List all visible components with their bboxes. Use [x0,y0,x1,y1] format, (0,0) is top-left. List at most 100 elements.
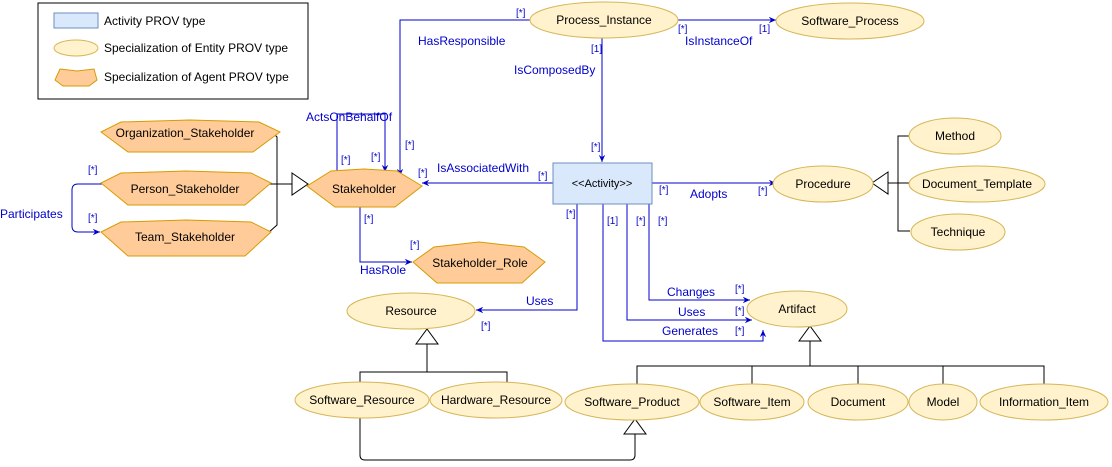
node-organization-stakeholder[interactable] [100,119,281,153]
mult-artifact-changes: [*] [735,284,745,295]
gen-stakeholder-triangle [291,172,309,196]
node-stakeholder-role[interactable] [412,241,546,284]
node-hardware-resource[interactable] [429,381,563,419]
multiplicities: [*] [*] [1] [1] [*] [*] [*] [*] [*] [*] … [88,8,770,337]
label-uses-artifact: Uses [678,305,705,319]
relation-labels: HasResponsible IsInstanceOf IsComposedBy… [0,34,753,338]
mult-artifact-generates: [*] [735,326,745,337]
node-document[interactable] [807,383,909,421]
gen-resource-triangle [415,328,439,345]
label-adopts: Adopts [690,187,727,201]
label-participates: Participates [0,207,63,221]
label-is-composed-by: IsComposedBy [514,63,595,77]
mult-resource-uses: [*] [481,321,491,332]
legend-activity-swatch [53,12,99,29]
node-software-process[interactable] [775,2,925,40]
node-document-template-label: Document_Template [922,177,1032,191]
node-method[interactable] [908,117,1002,155]
node-software-item[interactable] [699,383,805,421]
mult-stakeholder-associated: [*] [418,168,428,179]
label-has-responsible: HasResponsible [418,34,506,48]
mult-stakeholder-role-a: [*] [364,214,374,225]
mult-pi-composed: [1] [591,44,602,55]
legend-entity-swatch [53,39,99,57]
node-information-item-label: Information_Item [999,395,1089,409]
node-stakeholder[interactable] [306,168,423,208]
gen-procedure-triangle [871,171,889,195]
node-organization-stakeholder-label: Organization_Stakeholder [116,126,255,140]
node-process-instance-label: Process_Instance [556,13,652,27]
node-activity-label: <<Activity>> [572,178,633,190]
node-team-stakeholder-label: Team_Stakeholder [135,230,235,244]
node-activity[interactable] [552,162,653,205]
node-stakeholder-role-label: Stakeholder_Role [432,256,528,270]
gen-artifact-bracket [636,365,1045,388]
mult-procedure-adopts: [*] [758,186,768,197]
mult-stakeholder-acts-b: [*] [371,152,381,163]
node-software-process-label: Software_Process [801,14,898,28]
label-changes: Changes [667,285,715,299]
label-generates: Generates [662,324,718,338]
label-is-instance-of: IsInstanceOf [685,34,753,48]
node-document-label: Document [831,395,886,409]
legend-entity-label: Specialization of Entity PROV type [104,41,288,55]
gen-resource-bracket [359,371,508,390]
mult-activity-composed: [*] [591,142,601,153]
node-resource-label: Resource [385,304,437,318]
node-team-stakeholder[interactable] [100,219,272,257]
node-model[interactable] [908,383,978,421]
node-information-item[interactable] [979,383,1109,421]
label-has-role: HasRole [360,263,406,277]
mult-sp-instance: [1] [759,24,770,35]
mult-activity-associated: [*] [538,171,548,182]
node-method-label: Method [935,129,975,143]
gen-software-product-bracket [359,418,636,461]
mult-team-participates: [*] [88,213,98,224]
legend-activity-label: Activity PROV type [104,14,206,28]
edge-uses-resource [476,204,578,314]
label-acts-on-behalf-of: ActsOnBehalfOf [306,110,393,124]
edge-has-responsible [396,19,532,176]
gen-software-product-triangle [623,418,647,435]
node-procedure[interactable] [772,165,874,203]
legend: Activity PROV type Specialization of Ent… [37,2,309,100]
mult-activity-generates: [1] [607,216,618,227]
mult-activity-changes: [*] [658,216,668,227]
node-artifact-label: Artifact [778,302,816,316]
node-person-stakeholder-label: Person_Stakeholder [131,182,240,196]
node-software-product-label: Software_Product [584,395,680,409]
node-artifact[interactable] [746,290,848,328]
node-stakeholder-label: Stakeholder [332,182,396,196]
edge-uses-artifact [626,204,752,324]
node-process-instance[interactable] [529,1,679,39]
gen-artifact-triangle [798,325,822,342]
edge-generates [602,204,767,342]
mult-activity-adopts: [*] [659,185,669,196]
gen-stakeholder-bracket [267,127,278,234]
mult-pi-instance: [*] [678,24,688,35]
node-technique-label: Technique [931,225,986,239]
mult-pi-responsible: [*] [516,8,526,19]
associations [71,16,776,342]
node-procedure-label: Procedure [795,177,851,191]
node-resource[interactable] [346,292,476,330]
edge-participates [71,183,103,236]
node-software-product[interactable] [564,383,700,421]
mult-stakeholder-responsible: [*] [405,140,415,151]
mult-person-participates: [*] [88,165,98,176]
mult-activity-uses-artifact: [*] [636,216,646,227]
nodes: Process_Instance Software_Process <<Acti… [100,1,1109,421]
edge-acts-on-behalf-of [336,113,389,172]
node-software-item-label: Software_Item [713,395,790,409]
node-document-template[interactable] [908,165,1046,203]
mult-stakeholder-acts-a: [*] [341,155,351,166]
label-uses-resource: Uses [526,294,553,308]
mult-artifact-uses: [*] [735,306,745,317]
edge-has-role [359,207,412,266]
node-person-stakeholder[interactable] [100,170,272,206]
node-technique[interactable] [910,213,1006,251]
mult-activity-uses-resource: [*] [566,209,576,220]
label-is-associated-with: IsAssociatedWith [437,161,529,175]
node-software-resource[interactable] [294,381,430,419]
